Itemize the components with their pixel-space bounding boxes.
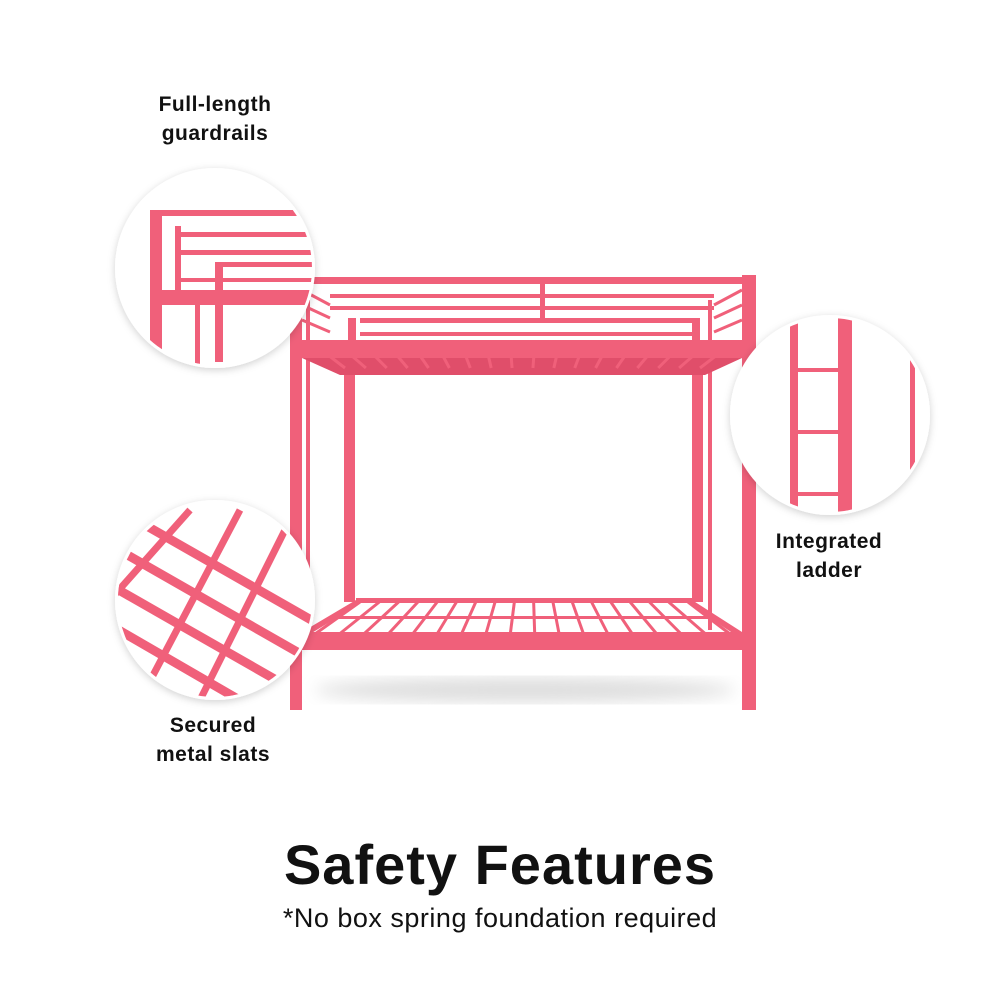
bed-slat bbox=[411, 344, 430, 369]
bed-slat bbox=[573, 344, 585, 369]
bed-slat bbox=[314, 343, 346, 370]
callout-slats: Secured metal slats bbox=[103, 711, 323, 769]
bed-slat bbox=[678, 343, 707, 370]
bed-slat bbox=[435, 344, 451, 369]
subtitle: *No box spring foundation required bbox=[282, 903, 718, 933]
bed-slat bbox=[484, 344, 493, 369]
callout-line: Full-length bbox=[158, 93, 272, 116]
bed-slat bbox=[387, 344, 409, 369]
callout-line: guardrails bbox=[161, 122, 269, 145]
bed-slat bbox=[552, 344, 561, 369]
bed-slat bbox=[338, 343, 367, 370]
callout-ladder: Integrated ladder bbox=[719, 527, 939, 585]
callout-line: Integrated bbox=[775, 530, 883, 553]
bed-slat bbox=[699, 343, 731, 370]
callout-guardrails: Full-length guardrails bbox=[105, 90, 325, 148]
callout-line: ladder bbox=[795, 559, 863, 582]
bed-slat bbox=[362, 343, 388, 370]
bed-slat bbox=[508, 344, 514, 369]
bed-slat bbox=[636, 344, 658, 369]
callout-line: Secured bbox=[169, 714, 257, 737]
bed-slat bbox=[460, 344, 472, 369]
bed-slat bbox=[531, 344, 537, 369]
bed-slat bbox=[615, 344, 634, 369]
callout-line: metal slats bbox=[155, 743, 271, 766]
bed-slat bbox=[657, 343, 683, 370]
bed-slat bbox=[594, 344, 610, 369]
ladder-detail-circle bbox=[730, 315, 930, 515]
bed bbox=[290, 275, 756, 710]
page-title: Safety Features bbox=[283, 833, 717, 896]
